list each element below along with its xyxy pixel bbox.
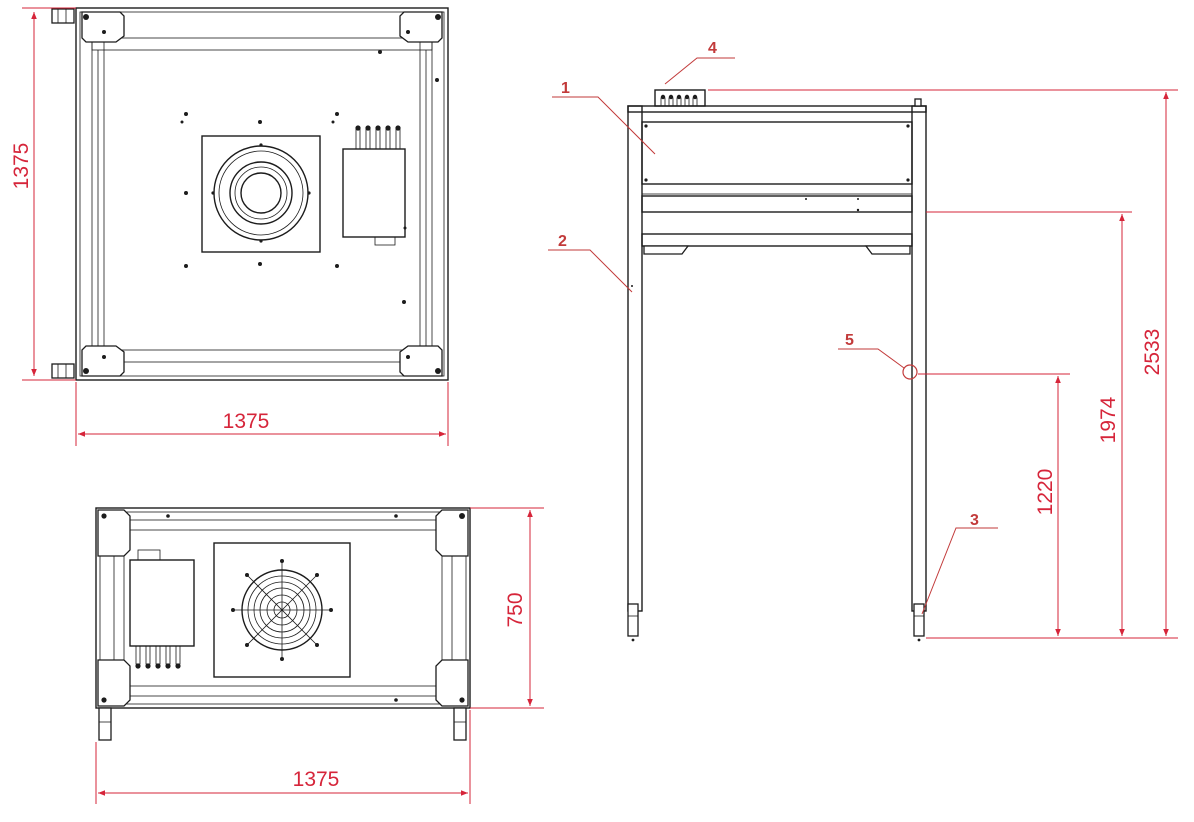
wheel-top-left [51,8,75,24]
side-view [627,89,927,642]
callout-leaders [548,57,998,615]
wheel-bottom-left [51,363,75,379]
side-view-dimensions [708,89,1178,639]
castor-right [913,603,925,637]
cable-glands-top [355,125,401,150]
corner-plate-tl [81,11,125,43]
front-view [95,507,471,741]
callout-3: 3 [970,512,979,529]
front-wheel-left [98,707,112,741]
total-height-label: 2533 [1141,329,1164,376]
frame-height-label: 1974 [1097,396,1120,443]
front-corner-tl [97,509,131,557]
cable-glands-front [135,645,181,669]
callout-5: 5 [845,332,854,349]
front-view-width-label: 1375 [293,768,340,791]
top-view [51,7,449,381]
front-wheel-right [453,707,467,741]
fan-outlet-plate [213,542,351,678]
frame-leg-right [911,105,927,612]
fan-inlet-plate [201,135,321,253]
front-corner-tr [435,509,469,557]
callout-4: 4 [708,40,717,57]
top-view-width-label: 1375 [223,410,270,433]
connection-height-label: 1220 [1034,469,1057,516]
front-view-dimensions [95,507,544,804]
front-corner-br [435,659,469,707]
fan-box [641,121,913,185]
frame-leg-left [627,105,643,612]
front-control-box [129,559,195,647]
callout-2: 2 [558,233,567,250]
castor-left [627,603,639,637]
corner-plate-bl [81,345,125,377]
connection-point-circle [902,364,918,380]
front-corner-bl [97,659,131,707]
top-view-height-label: 1375 [10,143,33,190]
callout-1: 1 [561,80,570,97]
corner-plate-tr [399,11,443,43]
front-view-height-label: 750 [504,592,527,627]
top-view-dimensions [22,7,449,446]
corner-plate-br [399,345,443,377]
control-box [342,148,406,238]
